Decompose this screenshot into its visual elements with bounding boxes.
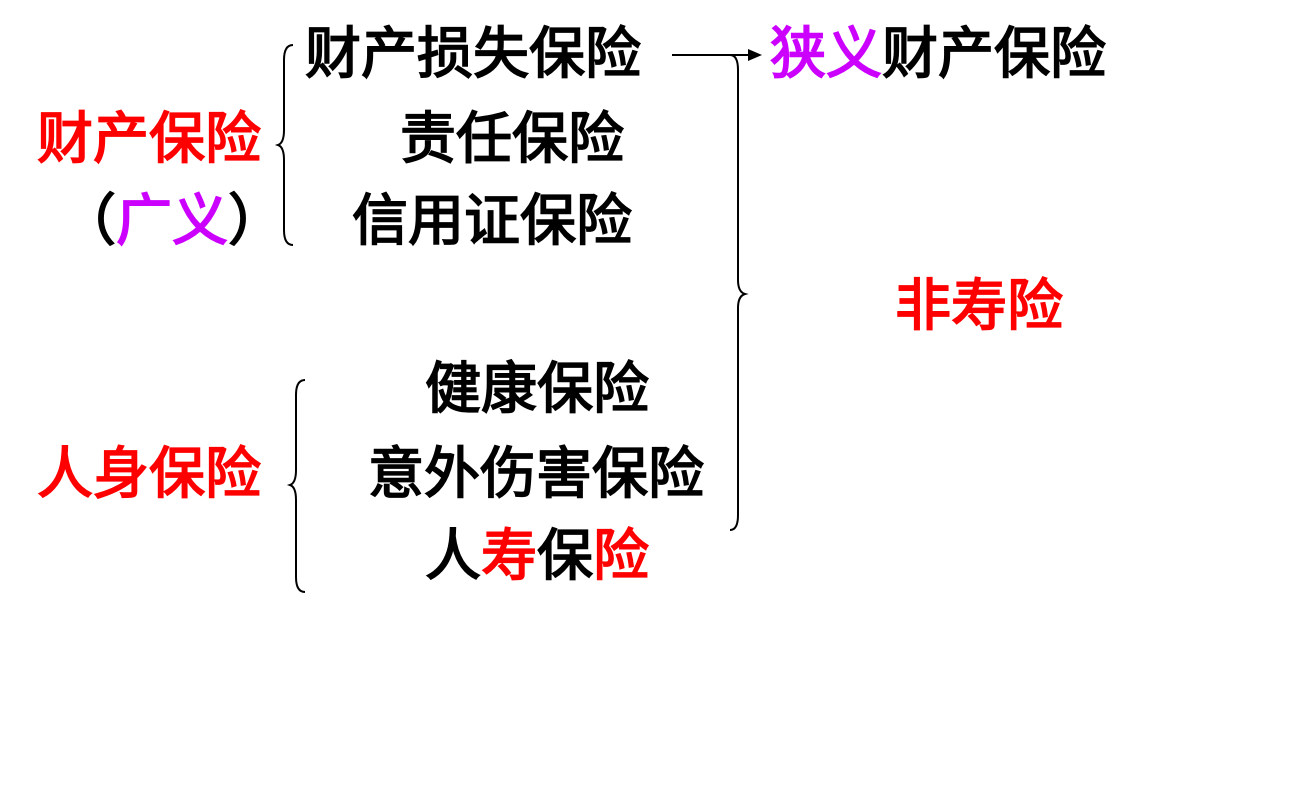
life-part-2: 寿 [481, 524, 537, 589]
life-insurance: 人寿保险 [425, 527, 649, 587]
broad-open-paren: （ [60, 189, 116, 254]
accident-insurance: 意外伤害保险 [368, 442, 704, 507]
life-part-4: 险 [593, 524, 649, 589]
brace-non-life [729, 54, 749, 531]
brace-personal [286, 379, 306, 593]
broad-label: 广义 [116, 189, 228, 254]
life-part-3: 保 [537, 524, 593, 589]
non-life-insurance: 非寿险 [895, 274, 1063, 339]
life-part-1: 人 [425, 524, 481, 589]
personal-insurance-label: 人身保险 [37, 442, 261, 507]
narrow-property-insurance: 财产保险 [882, 22, 1106, 87]
property-insurance-label: 财产保险 [37, 107, 261, 172]
narrow-prefix: 狭义 [770, 22, 882, 87]
health-insurance: 健康保险 [425, 357, 649, 422]
credit-guarantee-insurance: 信用证保险 [352, 189, 632, 254]
broad-group: （广义） [60, 192, 284, 252]
narrow-group: 狭义财产保险 [770, 25, 1106, 85]
brace-property [274, 44, 294, 246]
liability-insurance: 责任保险 [400, 107, 624, 172]
broad-close-paren: ） [228, 189, 284, 254]
arrow-head-icon [748, 49, 762, 61]
property-loss-insurance: 财产损失保险 [305, 22, 641, 87]
